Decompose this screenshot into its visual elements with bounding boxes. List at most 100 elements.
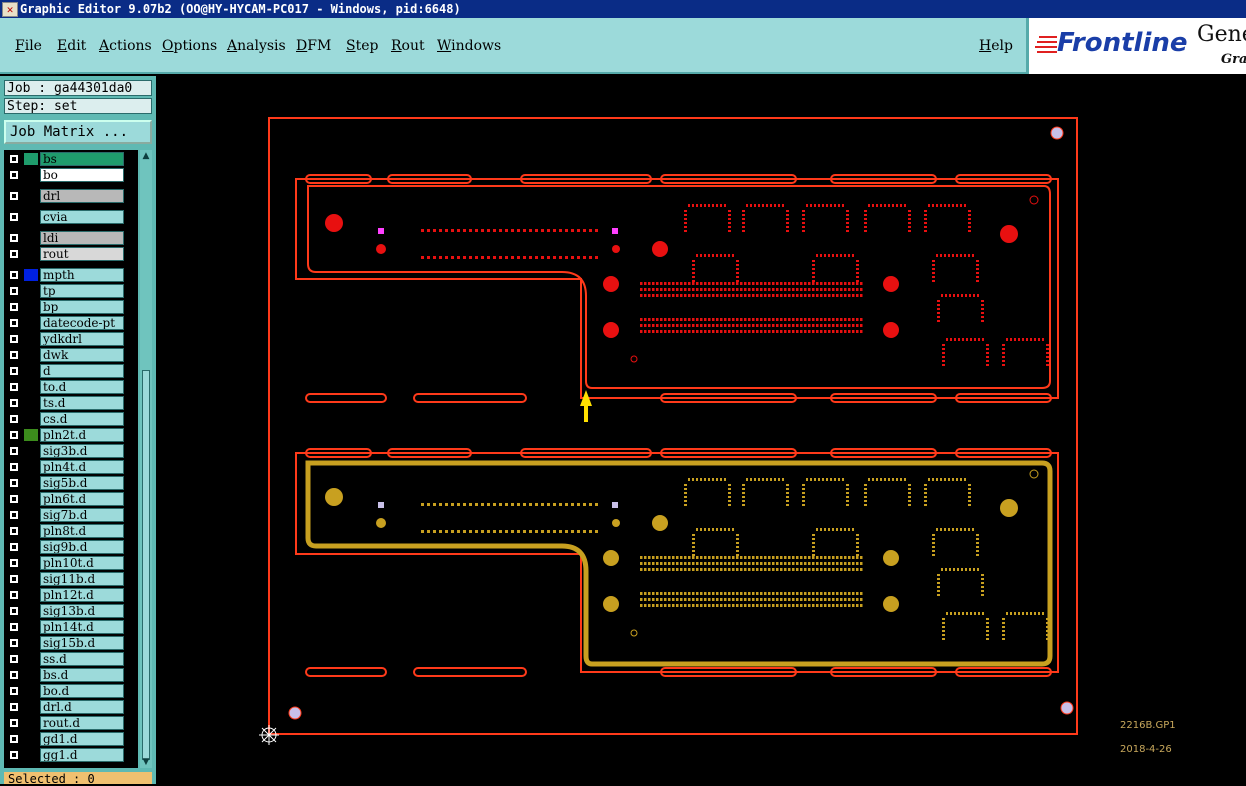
layer-row-cs-d[interactable]: cs.d◢ [4, 412, 138, 426]
layer-row-pln4t-d[interactable]: pln4t.d [4, 460, 138, 474]
layer-color-swatch[interactable] [24, 429, 38, 441]
layer-checkbox[interactable] [9, 558, 19, 568]
layer-row-sig11b-d[interactable]: sig11b.d◢ [4, 572, 138, 586]
layer-name[interactable]: bs.d [40, 668, 124, 682]
menu-rout[interactable]: Rout [391, 38, 425, 54]
layer-color-swatch[interactable] [24, 653, 38, 665]
layer-name[interactable]: mpth [40, 268, 124, 282]
layer-name[interactable]: tp [40, 284, 124, 298]
layer-name[interactable]: pln14t.d [40, 620, 124, 634]
layer-color-swatch[interactable] [24, 461, 38, 473]
layer-color-swatch[interactable] [24, 333, 38, 345]
layer-checkbox[interactable] [9, 233, 19, 243]
layer-name[interactable]: bs [40, 152, 124, 166]
menu-options[interactable]: Options [162, 38, 218, 54]
layer-row-dwk[interactable]: dwk [4, 348, 138, 362]
layer-scrollbar[interactable]: ▲ ▼ [140, 150, 152, 768]
layer-color-swatch[interactable] [24, 248, 38, 260]
layer-checkbox[interactable] [9, 574, 19, 584]
layer-name[interactable]: sig9b.d [40, 540, 124, 554]
layer-row-bo[interactable]: bo [4, 168, 138, 182]
layer-row-sig5b-d[interactable]: sig5b.d◢ [4, 476, 138, 490]
layer-checkbox[interactable] [9, 478, 19, 488]
layer-row-d[interactable]: d [4, 364, 138, 378]
layer-name[interactable]: sig13b.d [40, 604, 124, 618]
layer-checkbox[interactable] [9, 718, 19, 728]
layer-row-pln14t-d[interactable]: pln14t.d [4, 620, 138, 634]
layer-row-ydkdrl[interactable]: ydkdrl [4, 332, 138, 346]
layer-checkbox[interactable] [9, 398, 19, 408]
layer-name[interactable]: cvia [40, 210, 124, 224]
menu-actions[interactable]: Actions [99, 38, 152, 54]
window-titlebar[interactable]: ✕ Graphic Editor 9.07b2 (OO@HY-HYCAM-PC0… [0, 0, 1246, 18]
layer-name[interactable]: sig11b.d [40, 572, 124, 586]
layer-row-datecode-pt[interactable]: datecode-pt [4, 316, 138, 330]
layer-checkbox[interactable] [9, 686, 19, 696]
layer-name[interactable]: ydkdrl [40, 332, 124, 346]
layer-checkbox[interactable] [9, 670, 19, 680]
layer-row-pln2t-d[interactable]: pln2t.d [4, 428, 138, 442]
layer-row-cvia[interactable]: cvia [4, 210, 138, 224]
layer-color-swatch[interactable] [24, 573, 38, 585]
layer-checkbox[interactable] [9, 526, 19, 536]
layer-name[interactable]: pln6t.d [40, 492, 124, 506]
layer-checkbox[interactable] [9, 702, 19, 712]
layer-checkbox[interactable] [9, 414, 19, 424]
layer-name[interactable]: sig5b.d [40, 476, 124, 490]
layer-color-swatch[interactable] [24, 413, 38, 425]
layer-name[interactable]: gg1.d [40, 748, 124, 762]
layer-row-pln12t-d[interactable]: pln12t.d [4, 588, 138, 602]
layer-checkbox[interactable] [9, 249, 19, 259]
layer-checkbox[interactable] [9, 350, 19, 360]
layer-color-swatch[interactable] [24, 749, 38, 761]
layer-name[interactable]: sig3b.d [40, 444, 124, 458]
layer-row-ss-d[interactable]: ss.d◢ [4, 652, 138, 666]
layer-checkbox[interactable] [9, 446, 19, 456]
layer-color-swatch[interactable] [24, 269, 38, 281]
layer-checkbox[interactable] [9, 212, 19, 222]
menu-file[interactable]: File [15, 38, 42, 54]
layer-color-swatch[interactable] [24, 477, 38, 489]
layer-name[interactable]: to.d [40, 380, 124, 394]
layer-checkbox[interactable] [9, 286, 19, 296]
layer-name[interactable]: drl [40, 189, 124, 203]
layer-checkbox[interactable] [9, 170, 19, 180]
layer-color-swatch[interactable] [24, 301, 38, 313]
layer-row-tp[interactable]: tp [4, 284, 138, 298]
layer-name[interactable]: gd1.d [40, 732, 124, 746]
layer-color-swatch[interactable] [24, 605, 38, 617]
layer-color-swatch[interactable] [24, 493, 38, 505]
layer-checkbox[interactable] [9, 334, 19, 344]
layer-name[interactable]: pln2t.d [40, 428, 124, 442]
layer-row-bo-d[interactable]: bo.d◢ [4, 684, 138, 698]
layer-name[interactable]: ts.d [40, 396, 124, 410]
layer-name[interactable]: bo [40, 168, 124, 182]
layer-row-ldi[interactable]: ldi [4, 231, 138, 245]
layer-name[interactable]: bo.d [40, 684, 124, 698]
layer-row-sig9b-d[interactable]: sig9b.d◢ [4, 540, 138, 554]
layer-color-swatch[interactable] [24, 669, 38, 681]
layer-color-swatch[interactable] [24, 190, 38, 202]
layer-checkbox[interactable] [9, 638, 19, 648]
layer-checkbox[interactable] [9, 494, 19, 504]
layer-checkbox[interactable] [9, 750, 19, 760]
layer-color-swatch[interactable] [24, 525, 38, 537]
layer-name[interactable]: rout [40, 247, 124, 261]
layer-row-pln10t-d[interactable]: pln10t.d [4, 556, 138, 570]
menu-windows[interactable]: Windows [437, 38, 502, 54]
layer-row-gg1-d[interactable]: gg1.d [4, 748, 138, 762]
layer-checkbox[interactable] [9, 510, 19, 520]
layer-checkbox[interactable] [9, 606, 19, 616]
layer-color-swatch[interactable] [24, 169, 38, 181]
layer-color-swatch[interactable] [24, 365, 38, 377]
layer-row-to-d[interactable]: to.d◢ [4, 380, 138, 394]
layer-color-swatch[interactable] [24, 509, 38, 521]
layer-name[interactable]: dwk [40, 348, 124, 362]
layer-name[interactable]: sig7b.d [40, 508, 124, 522]
layer-color-swatch[interactable] [24, 397, 38, 409]
layer-row-pln6t-d[interactable]: pln6t.d [4, 492, 138, 506]
layer-checkbox[interactable] [9, 302, 19, 312]
layer-row-sig3b-d[interactable]: sig3b.d◢ [4, 444, 138, 458]
layer-name[interactable]: datecode-pt [40, 316, 124, 330]
layer-name[interactable]: rout.d [40, 716, 124, 730]
